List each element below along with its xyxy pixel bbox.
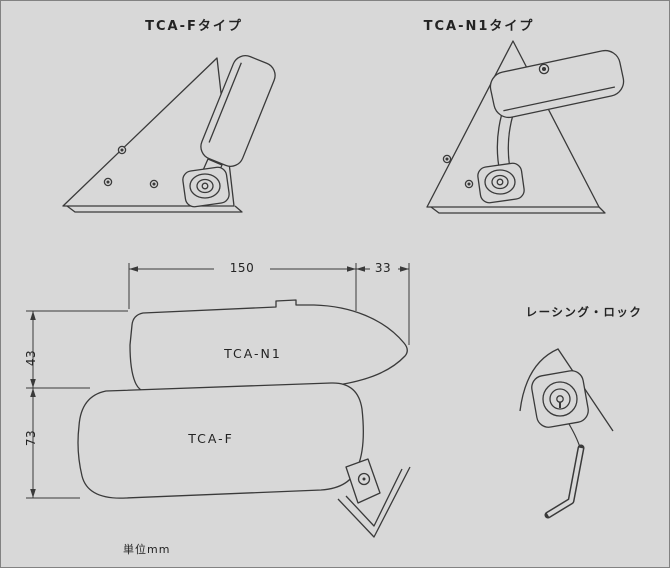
tca-n1-mirror-drawing [426, 40, 625, 214]
dimension-drawing [26, 263, 411, 538]
hex-key [544, 444, 585, 519]
tca-f-view-title: TCA-Fタイプ [145, 19, 243, 34]
tca-f-profile-label: TCA-F [188, 431, 234, 446]
tca-f-mirror-drawing [62, 55, 276, 213]
dim-73-label: 73 [24, 429, 38, 447]
lock-body [531, 370, 589, 428]
mount-foot [345, 458, 381, 504]
dim-43-label: 43 [24, 349, 38, 367]
dim-150-label: 150 [229, 261, 255, 275]
tca-n1-profile-outline [129, 299, 408, 396]
racing-lock-title: レーシング・ロック [525, 305, 643, 319]
plate-corner [337, 466, 411, 538]
plate-corner-outline [519, 348, 614, 432]
dimension-lines [26, 263, 410, 499]
tca-n1-view-title: TCA-N1タイプ [423, 19, 535, 34]
unit-note: 単位mm [123, 543, 171, 556]
pivot-mount [477, 162, 525, 204]
mirror-housing [489, 49, 625, 119]
dimension-arrows [30, 266, 409, 498]
dim-33-label: 33 [374, 261, 392, 275]
mirror-housing [200, 55, 276, 167]
racing-lock-drawing [519, 348, 614, 519]
housing-screw [538, 63, 550, 75]
pivot-mount [182, 166, 230, 208]
tca-n1-profile-label: TCA-N1 [224, 346, 282, 361]
